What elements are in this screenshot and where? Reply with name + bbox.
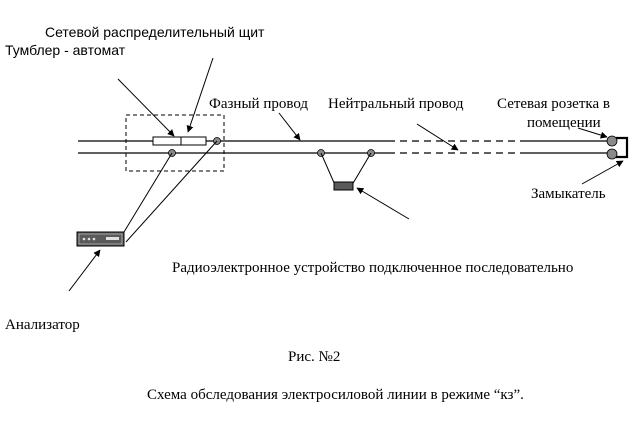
wall-socket: [606, 135, 618, 160]
series-device: [317, 149, 375, 191]
analyzer-leads: [123, 140, 218, 243]
switchboard-label: Сетевой распределительный щит: [45, 24, 265, 40]
switchboard-box: [125, 114, 225, 172]
breaker-switch: [152, 136, 207, 146]
analyzer-label: Анализатор: [5, 317, 80, 333]
analyzer-device: [76, 231, 125, 247]
breaker-label: Тумблер - автомат: [5, 42, 126, 58]
pointer-arrows: [68, 57, 624, 292]
device-label: Радиоэлектронное устройство подключенное…: [172, 260, 573, 276]
neutral-wire-label: Нейтральный провод: [328, 96, 464, 112]
shorter-label: Замыкатель: [531, 186, 606, 202]
socket-label-line2: помещении: [527, 115, 601, 131]
phase-wire-label: Фазный провод: [209, 96, 308, 112]
figure-number: Рис. №2: [288, 349, 340, 365]
socket-label-line1: Сетевая розетка в: [497, 96, 610, 112]
figure-caption: Схема обследования электросиловой линии …: [147, 387, 524, 403]
short-circuit-jumper: [616, 136, 629, 159]
